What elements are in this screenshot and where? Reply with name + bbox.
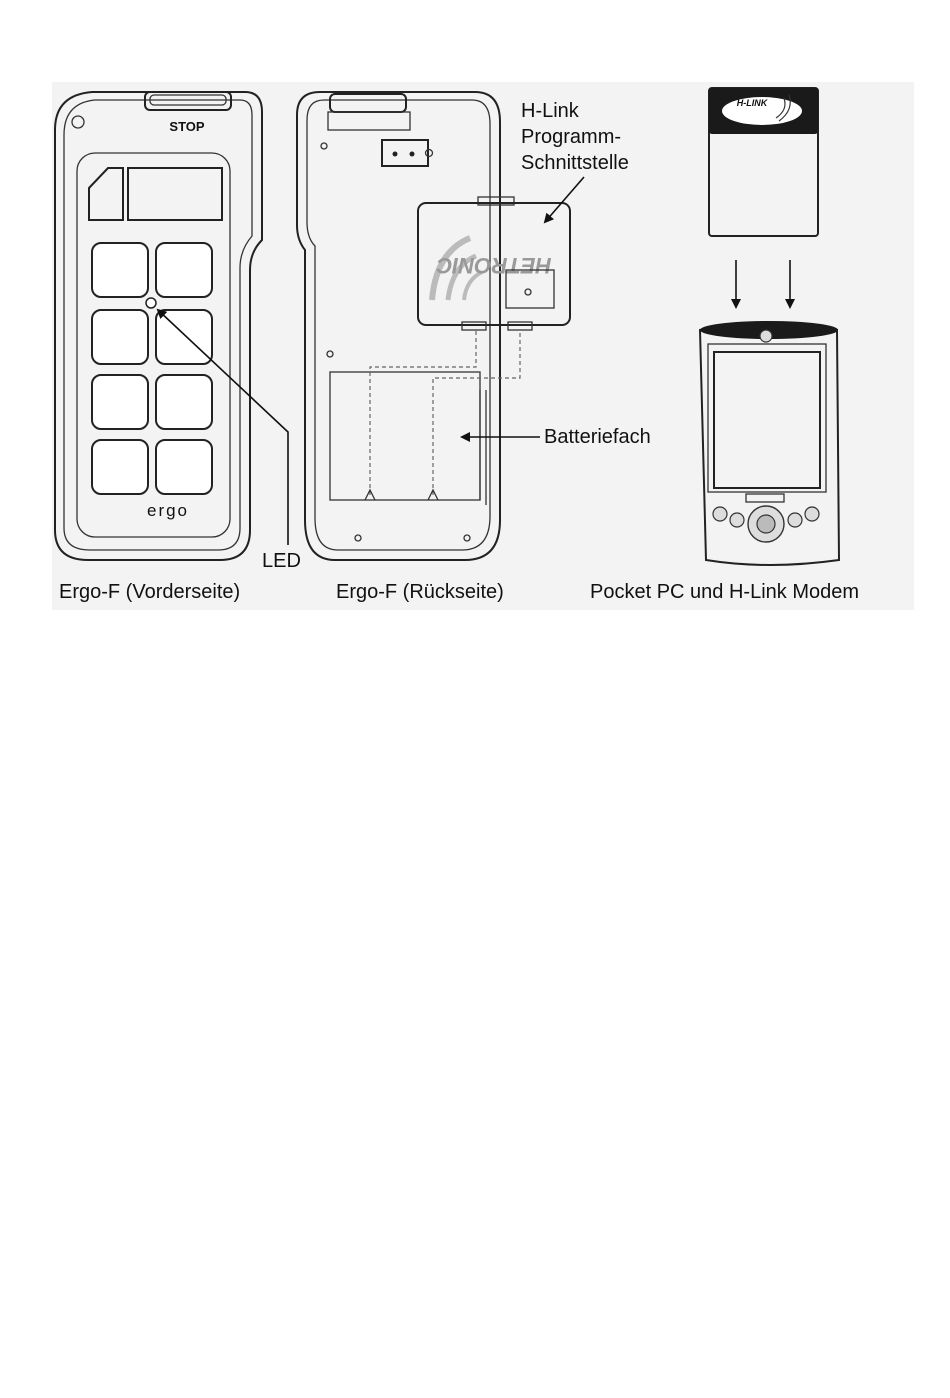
caption-back: Ergo-F (Rückseite): [336, 581, 504, 603]
pocket-pc-app-button: [730, 513, 744, 527]
keypad-button: [156, 440, 212, 494]
connector-pin: [393, 152, 398, 157]
connector-pin: [410, 152, 415, 157]
keypad-button: [92, 375, 148, 429]
keypad-button: [92, 310, 148, 364]
keypad-button: [156, 310, 212, 364]
modem-card-brand-label: H-LINK: [737, 98, 769, 108]
pocket-pc-app-button: [713, 507, 727, 521]
battery-label: Batteriefach: [544, 426, 651, 448]
caption-pocket-pc: Pocket PC und H-Link Modem: [590, 581, 859, 603]
keypad-button: [92, 440, 148, 494]
h-link-label-line-2: Programm-: [521, 126, 621, 148]
pocket-pc-navigation-center: [757, 515, 775, 533]
device-diagram: STOP ergo LED: [0, 0, 950, 620]
h-link-label-line-1: H-Link: [521, 100, 580, 122]
h-link-label-line-3: Schnittstelle: [521, 152, 629, 174]
caption-front: Ergo-F (Vorderseite): [59, 581, 240, 603]
keypad-button: [156, 375, 212, 429]
module-brand-label: HETRONIC: [435, 253, 551, 278]
led-indicator: [146, 298, 156, 308]
pocket-pc-power-button: [760, 330, 772, 342]
keypad-button: [156, 243, 212, 297]
ergo-brand-label: ergo: [147, 501, 189, 520]
stop-label: STOP: [169, 119, 204, 134]
keypad-button: [92, 243, 148, 297]
led-label: LED: [262, 550, 301, 572]
pocket-pc-app-button: [805, 507, 819, 521]
pocket-pc-app-button: [788, 513, 802, 527]
